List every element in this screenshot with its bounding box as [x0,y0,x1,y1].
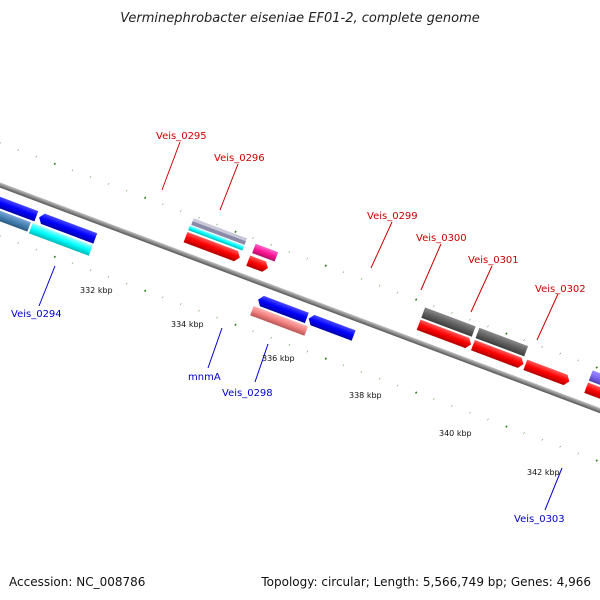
label-veis-0296[interactable]: Veis_0296 [214,153,265,164]
major-tick-0-33 [595,366,599,369]
gene-left-a[interactable] [0,186,39,222]
major-tick-1-3 [53,255,57,259]
gene-veis-0295[interactable] [183,231,242,263]
leader-veis-0301 [470,265,493,313]
gene-veis-0299[interactable] [416,319,473,350]
leader-veis-0296 [219,163,239,211]
label-veis-0295[interactable]: Veis_0295 [156,131,207,142]
gene-veis-0301[interactable] [523,359,571,387]
kbp-label-336: 336 kbp [262,354,295,363]
major-tick-1-8 [143,289,147,293]
label-veis-0303[interactable]: Veis_0303 [514,514,565,525]
gene-veis-0295-rna-c[interactable] [192,218,248,242]
major-tick-0-28 [505,332,508,335]
gene-left-b[interactable] [37,212,98,244]
kbp-label-342: 342 kbp [527,468,560,477]
major-tick-0-3 [53,162,57,166]
leader-veis-0302 [536,293,559,341]
gene-veis-0298[interactable] [307,314,356,341]
leader-veis-0300 [420,243,442,291]
kbp-label-338: 338 kbp [349,391,382,400]
major-tick-1-33 [595,459,599,462]
gene-veis-0299-rna[interactable] [421,307,476,337]
label-mnma[interactable]: mnmA [188,372,221,383]
major-tick-0-13 [234,230,237,234]
label-veis-0298[interactable]: Veis_0298 [222,388,273,399]
position-ticks [0,142,599,462]
leader-veis-0295 [161,141,181,191]
gene-mnma[interactable] [250,305,308,336]
kbp-label-334: 334 kbp [171,320,204,329]
major-tick-1-28 [505,425,508,428]
major-tick-1-13 [234,323,237,327]
gene-veis-0295-rna-b[interactable] [191,221,246,245]
accession-text: Accession: NC_008786 [9,575,146,589]
label-veis-0301[interactable]: Veis_0301 [468,255,519,266]
map-title: Verminephrobacter eiseniae EF01-2, compl… [120,11,479,26]
gene-veis-0296[interactable] [246,255,270,274]
kbp-labels: 332 kbp 334 kbp 336 kbp 338 kbp 340 kbp … [80,286,560,477]
gene-veis-0300-rna[interactable] [475,327,529,357]
label-veis-0302[interactable]: Veis_0302 [535,284,586,295]
major-tick-0-8 [143,196,147,200]
leader-veis-0294 [38,265,56,307]
leader-mnma [207,327,223,369]
gene-veis-0295-rna[interactable] [188,225,245,251]
gene-veis-0297[interactable] [256,295,309,324]
label-veis-0294[interactable]: Veis_0294 [11,309,62,320]
gene-labels: Veis_0295 Veis_0296 Veis_0299 Veis_0300 … [11,131,586,525]
gene-veis-0300[interactable] [470,339,525,369]
gene-left-steel[interactable] [0,198,31,232]
sequence-track [0,175,600,434]
gene-veis-0294[interactable] [28,222,93,256]
genome-backbone [0,175,600,434]
major-tick-1-23 [414,391,418,394]
major-tick-1-18 [324,357,328,360]
label-veis-0299[interactable]: Veis_0299 [367,211,418,222]
gene-veis-0296-rna[interactable] [252,243,279,262]
topology-text: Topology: circular; Length: 5,566,749 bp… [261,575,591,589]
reverse-strand [0,186,356,341]
label-veis-0300[interactable]: Veis_0300 [416,233,467,244]
leader-veis-0299 [370,221,393,269]
forward-strand [183,218,600,407]
kbp-label-332: 332 kbp [80,286,113,295]
leader-veis-0303 [544,467,563,511]
major-tick-0-18 [324,264,328,267]
major-tick-0-23 [414,298,418,301]
kbp-label-340: 340 kbp [439,429,472,438]
leader-veis-0298 [254,343,269,383]
gene-veis-0302[interactable] [584,382,600,407]
